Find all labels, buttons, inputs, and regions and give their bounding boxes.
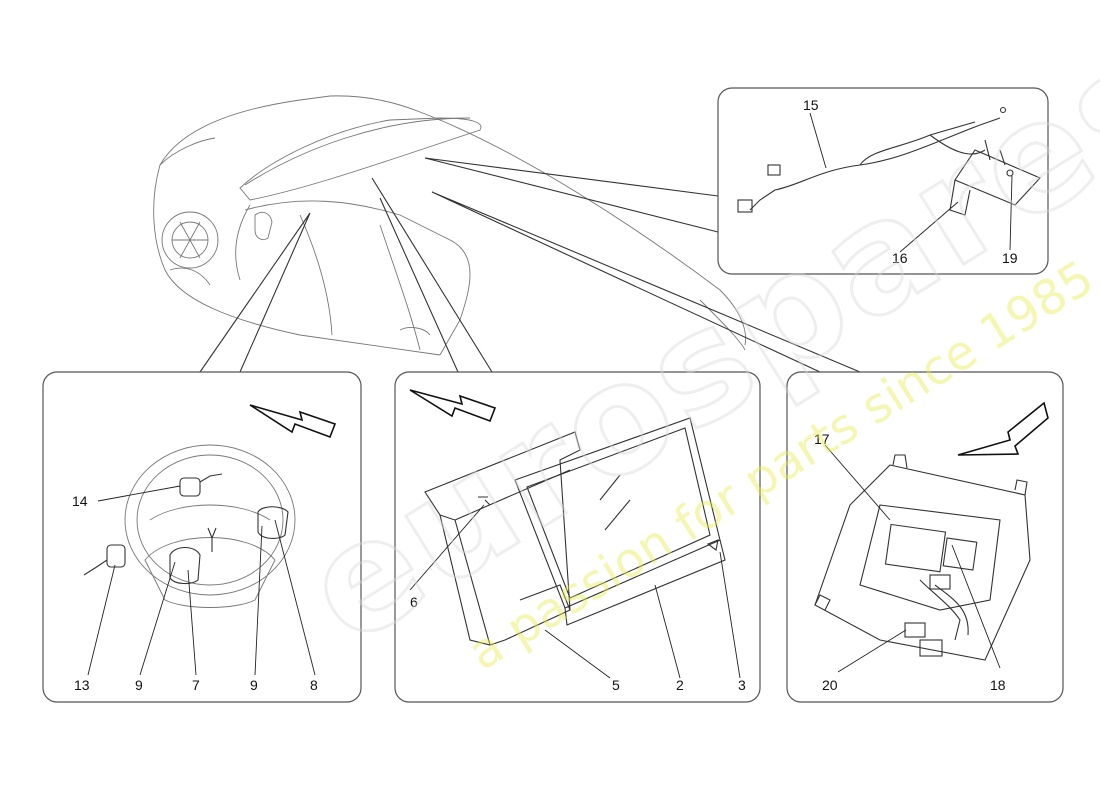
pointer-lines xyxy=(199,157,861,373)
callout-5: 5 xyxy=(612,677,620,693)
inset-display xyxy=(394,371,761,703)
inset-harness xyxy=(717,87,1049,275)
callout-7: 7 xyxy=(192,677,200,693)
inset-console xyxy=(786,371,1064,703)
inset-harness-leaders xyxy=(809,112,1013,253)
callout-6: 6 xyxy=(410,594,418,610)
callout-15: 15 xyxy=(803,97,819,113)
direction-arrow-icon xyxy=(957,401,1049,456)
callout-13: 13 xyxy=(74,677,90,693)
callout-20: 20 xyxy=(822,677,838,693)
callout-3: 3 xyxy=(738,677,746,693)
callout-8: 8 xyxy=(310,677,318,693)
callout-17: 17 xyxy=(814,431,830,447)
inset-steering-leaders xyxy=(87,485,316,676)
callout-14: 14 xyxy=(72,493,88,509)
inset-console-leaders xyxy=(824,444,1001,673)
car-outline xyxy=(153,95,747,356)
inset-steering-wheel xyxy=(42,371,362,703)
callout-9-right: 9 xyxy=(250,677,258,693)
direction-arrow-icon xyxy=(249,404,337,439)
callout-2: 2 xyxy=(676,677,684,693)
callout-16: 16 xyxy=(892,250,908,266)
direction-arrow-icon xyxy=(409,389,497,423)
inset-display-leaders xyxy=(409,504,741,679)
callout-9-left: 9 xyxy=(135,677,143,693)
callout-19: 19 xyxy=(1002,250,1018,266)
callout-18: 18 xyxy=(990,677,1006,693)
